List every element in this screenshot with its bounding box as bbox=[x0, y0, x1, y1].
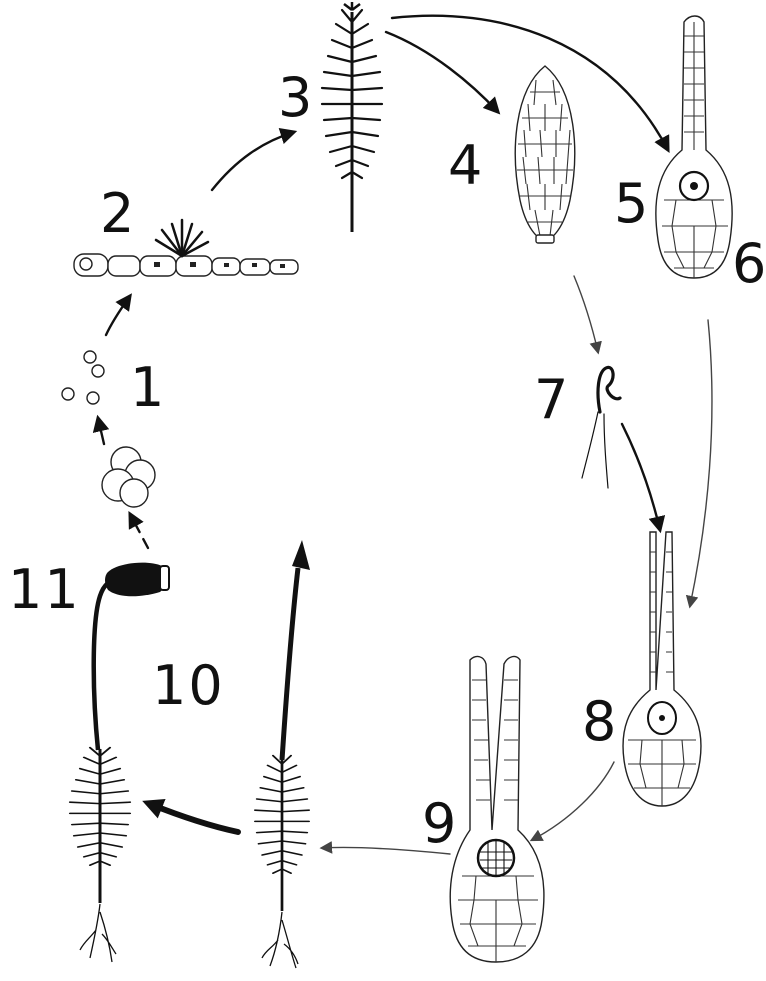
sperm-icon bbox=[582, 367, 620, 488]
cycle-arrows bbox=[98, 16, 712, 854]
gametophyte-shoot-icon bbox=[322, 2, 382, 232]
young-sporophyte-icon bbox=[255, 540, 310, 968]
fertilization-archegonium-icon bbox=[623, 532, 701, 806]
label-6: 6 bbox=[732, 232, 766, 295]
label-7: 7 bbox=[534, 368, 570, 431]
label-10: 10 bbox=[152, 654, 225, 717]
label-9: 9 bbox=[422, 792, 458, 855]
spores-icon bbox=[62, 351, 104, 404]
label-2: 2 bbox=[100, 182, 136, 245]
label-4: 4 bbox=[448, 134, 484, 197]
zygote-archegonium-icon bbox=[450, 657, 544, 962]
label-11: 11 bbox=[8, 558, 81, 621]
label-8: 8 bbox=[582, 690, 618, 753]
antheridium-icon bbox=[515, 66, 574, 243]
label-3: 3 bbox=[278, 66, 314, 129]
label-5: 5 bbox=[614, 172, 650, 235]
spore-tetrad-icon bbox=[102, 447, 155, 507]
mature-sporophyte-icon bbox=[70, 563, 169, 962]
label-1: 1 bbox=[130, 356, 166, 419]
